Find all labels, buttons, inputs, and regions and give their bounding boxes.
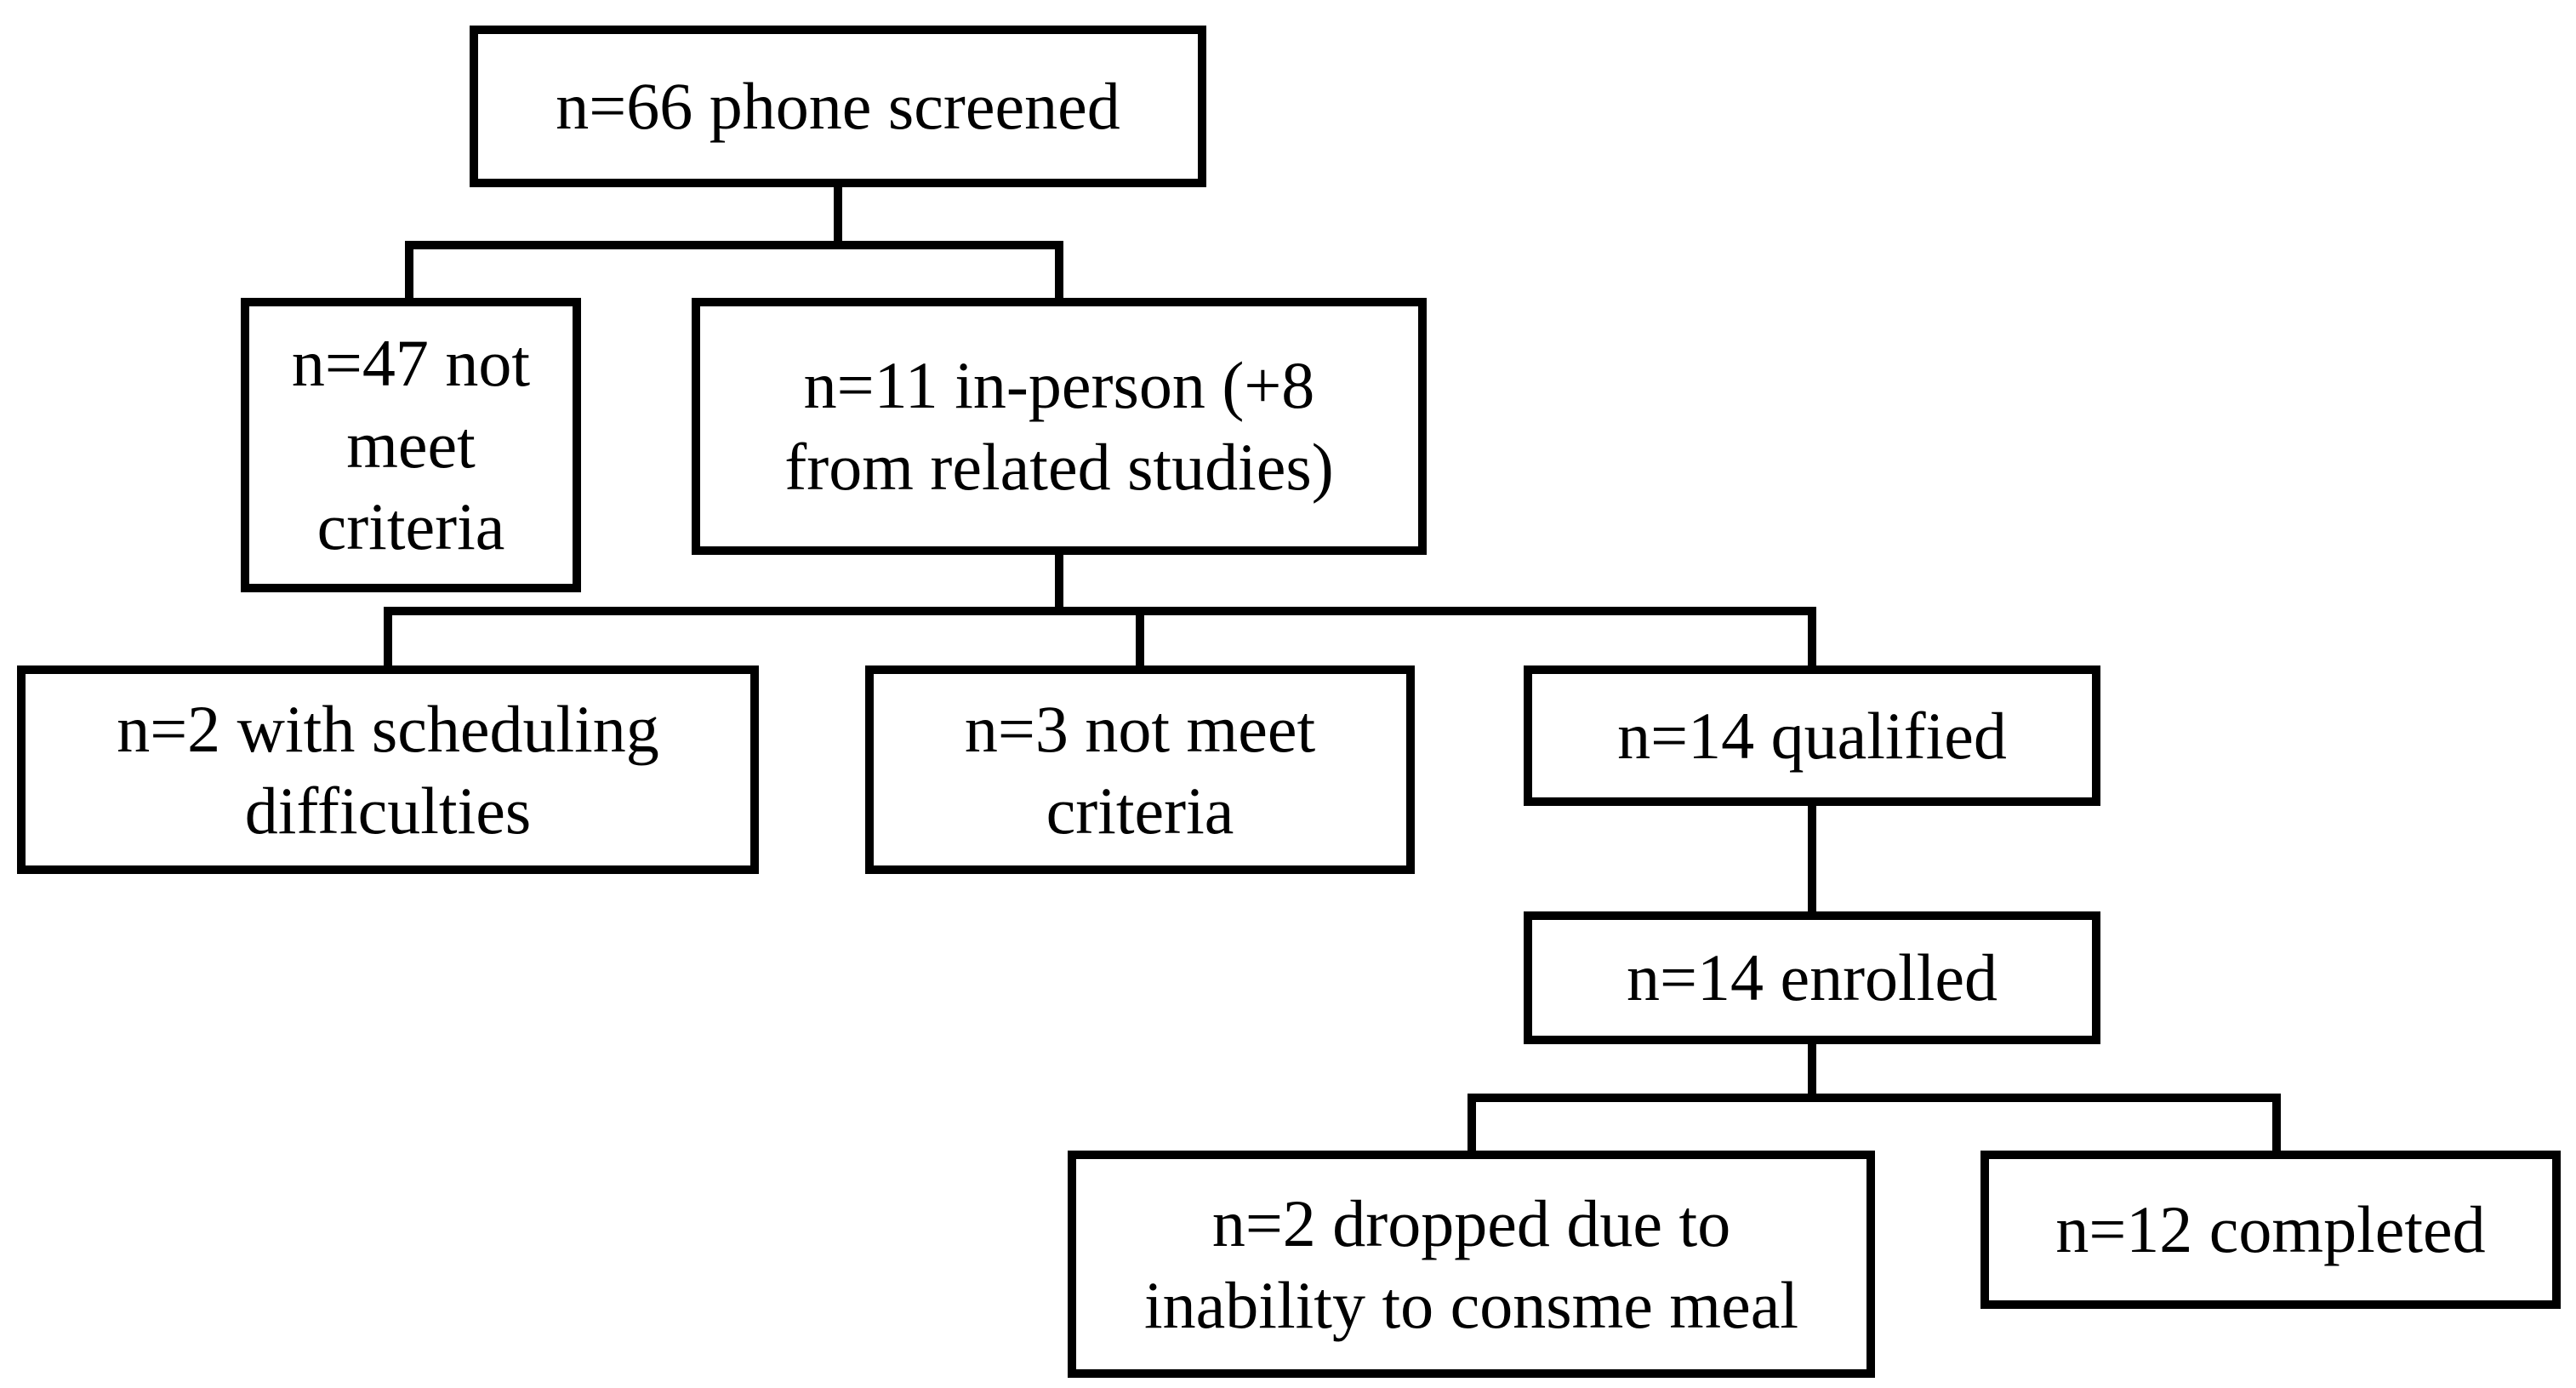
node-not-meet-criteria-2-label: n=3 not meet criteria	[964, 691, 1316, 848]
node-not-meet-criteria-2: n=3 not meet criteria	[865, 665, 1415, 874]
node-completed: n=12 completed	[1980, 1151, 2561, 1309]
node-scheduling-difficulties-label: n=2 with scheduling difficulties	[117, 691, 659, 848]
node-scheduling-difficulties: n=2 with scheduling difficulties	[17, 665, 759, 874]
node-phone-screened: n=66 phone screened	[470, 26, 1206, 187]
node-phone-screened-label: n=66 phone screened	[556, 69, 1120, 143]
node-completed-label: n=12 completed	[2055, 1192, 2486, 1266]
node-in-person: n=11 in-person (+8 from related studies)	[692, 298, 1427, 555]
node-dropped-label: n=2 dropped due to inability to consme m…	[1144, 1185, 1798, 1342]
node-qualified: n=14 qualified	[1524, 665, 2100, 806]
node-qualified-label: n=14 qualified	[1617, 698, 2007, 773]
node-enrolled: n=14 enrolled	[1524, 911, 2100, 1044]
node-not-meet-criteria-1: n=47 not meet criteria	[241, 298, 581, 592]
node-in-person-label: n=11 in-person (+8 from related studies)	[784, 348, 1334, 504]
node-dropped: n=2 dropped due to inability to consme m…	[1068, 1151, 1875, 1378]
node-enrolled-label: n=14 enrolled	[1626, 940, 1998, 1014]
node-not-meet-criteria-1-label: n=47 not meet criteria	[291, 326, 531, 563]
